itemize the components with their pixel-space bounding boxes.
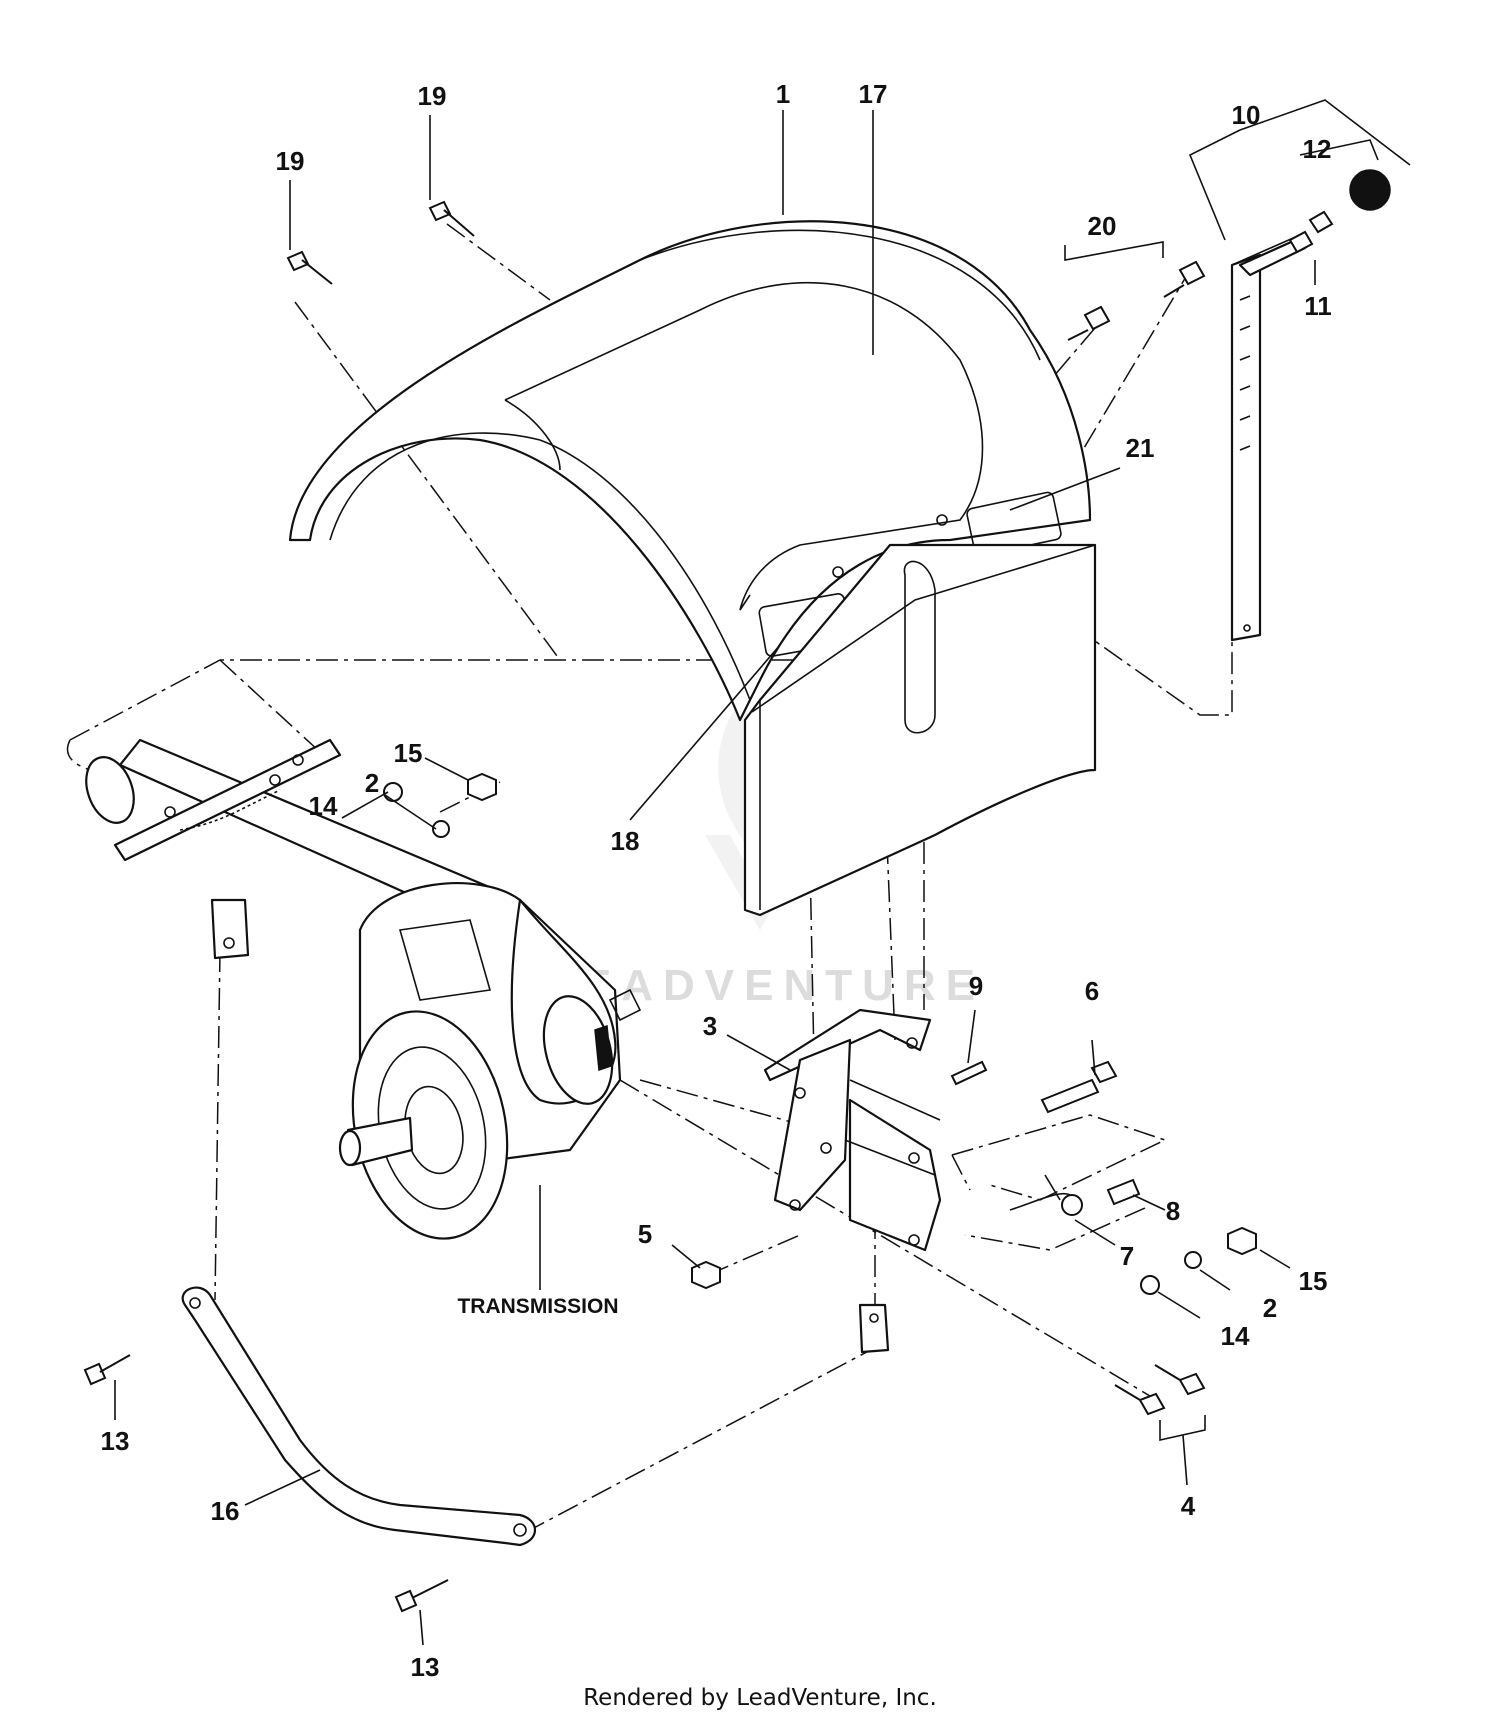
- callout-16: 16: [211, 1496, 240, 1526]
- callout-18: 18: [611, 826, 640, 856]
- tine-shaft: [85, 738, 522, 960]
- callout-3: 3: [703, 1011, 717, 1041]
- callout-20: 20: [1088, 211, 1117, 241]
- tine-hood: [288, 220, 1092, 722]
- callout-2-right: 2: [1263, 1293, 1277, 1323]
- callout-9: 9: [969, 971, 983, 1001]
- callout-14-right: 14: [1221, 1321, 1250, 1351]
- callout-10: 10: [1232, 100, 1261, 130]
- transmission-label: TRANSMISSION: [457, 1295, 618, 1318]
- callout-19-left: 19: [276, 146, 305, 176]
- callout-8: 8: [1166, 1196, 1180, 1226]
- callout-1: 1: [776, 79, 790, 109]
- rear-flap: [743, 543, 1097, 917]
- callout-5: 5: [638, 1219, 652, 1249]
- callout-15-right: 15: [1299, 1266, 1328, 1296]
- depth-bar: [1230, 234, 1307, 642]
- callout-4: 4: [1181, 1491, 1196, 1521]
- hardware: [83, 200, 1257, 1613]
- callout-2-top: 2: [365, 768, 379, 798]
- callout-7: 7: [1120, 1241, 1134, 1271]
- callout-17: 17: [859, 79, 888, 109]
- leader-lines: [114, 99, 1411, 1646]
- callout-19-top: 19: [418, 81, 447, 111]
- callouts: 1 17 19 19 10 12 20 11 21 15 2 14 18 9 6…: [101, 79, 1332, 1682]
- callout-6: 6: [1085, 976, 1099, 1006]
- handle-knob: [1288, 169, 1391, 254]
- bracket-assembly: [763, 1008, 942, 1354]
- callout-21: 21: [1126, 433, 1155, 463]
- callout-11: 11: [1304, 291, 1332, 321]
- callout-14-top: 14: [309, 791, 338, 821]
- callout-12: 12: [1303, 134, 1332, 164]
- callout-13-left: 13: [101, 1426, 130, 1456]
- callout-15-top: 15: [394, 738, 423, 768]
- callout-13-bottom: 13: [411, 1652, 440, 1682]
- transmission: [338, 882, 642, 1240]
- footer-credit: Rendered by LeadVenture, Inc.: [583, 1685, 937, 1711]
- drag-bar: [181, 1286, 537, 1547]
